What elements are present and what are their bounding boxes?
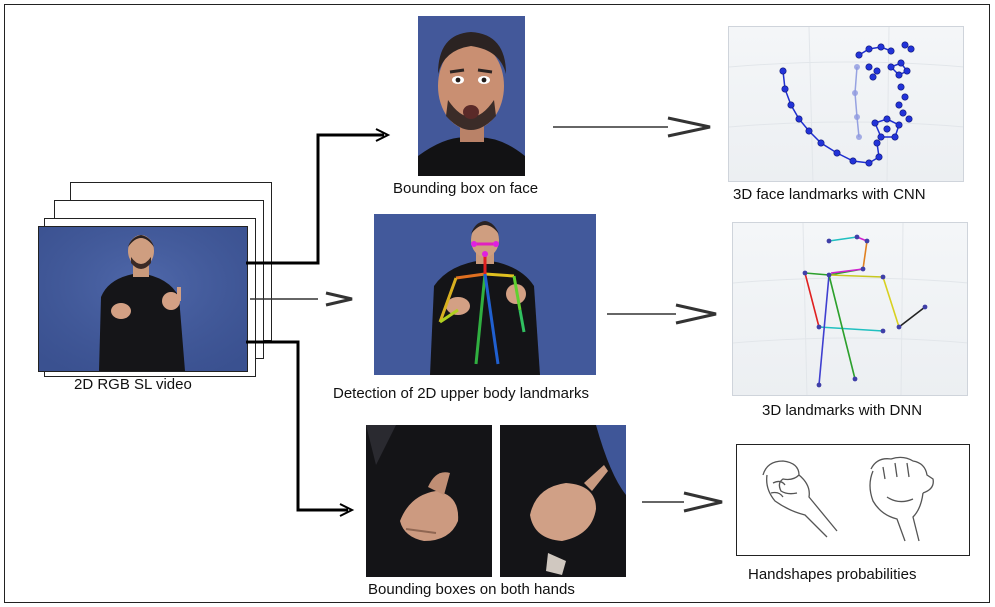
face-nose-line	[854, 66, 860, 138]
body-3d-label: 3D landmarks with DNN	[762, 402, 923, 419]
handshape-sketch-2	[869, 456, 934, 542]
handshape-sketch-1	[762, 460, 838, 538]
upper-body-image	[374, 214, 596, 375]
body-landmarks-3d-plot	[732, 222, 968, 396]
face-landmark-points	[779, 41, 915, 167]
handshapes-panel	[736, 444, 970, 556]
left-hand-crop	[366, 425, 492, 577]
face-landmarks-3d-plot	[728, 26, 964, 182]
input-video-frame	[38, 226, 248, 372]
face-bbox-label: Bounding box on face	[393, 180, 539, 197]
right-hand-crop	[500, 425, 626, 577]
upper-body-label: Detection of 2D upper body landmarks	[333, 385, 589, 402]
hands-bbox-label: Bounding boxes on both hands	[368, 581, 575, 598]
face-brow-line	[858, 46, 892, 56]
face-3d-label: 3D face landmarks with CNN	[733, 186, 926, 203]
face-crop-image	[418, 16, 525, 176]
handshapes-label: Handshapes probabilities	[748, 566, 917, 583]
input-video-label: 2D RGB SL video	[74, 376, 192, 393]
figure-frame	[4, 4, 990, 603]
